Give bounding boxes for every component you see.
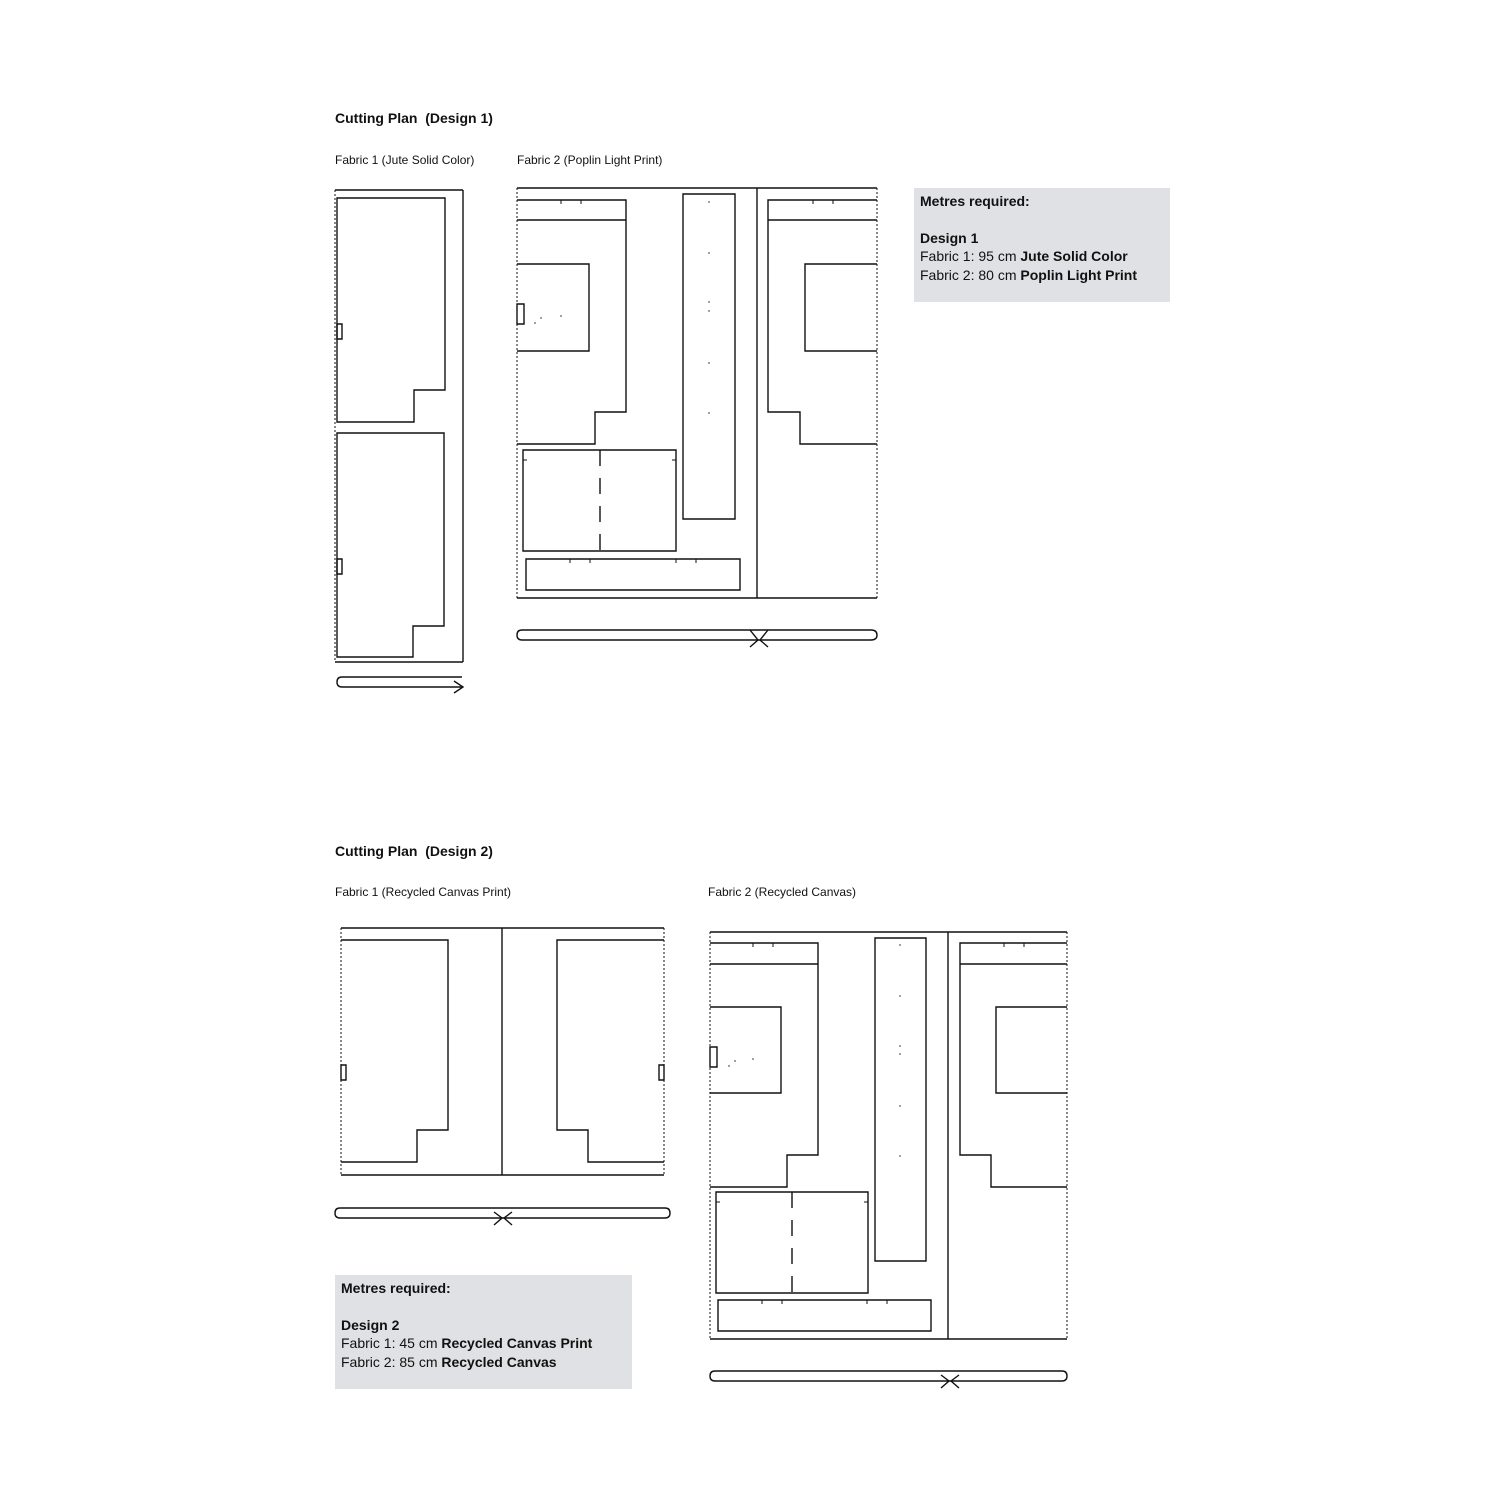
fabric2-amount: Fabric 2: 85 cm — [341, 1353, 442, 1370]
fabric2-requirement: Fabric 2: 85 cm Recycled Canvas — [341, 1353, 626, 1372]
grain-line-double-arrow-icon — [517, 630, 877, 647]
pattern-piece — [337, 433, 444, 657]
waistband-piece — [718, 1300, 931, 1331]
pattern-piece — [517, 200, 626, 444]
design2-heading: Cutting Plan (Design 2) — [335, 843, 493, 859]
fabric2-name: Poplin Light Print — [1020, 266, 1138, 283]
pattern-piece — [557, 940, 664, 1162]
strap-piece — [875, 938, 926, 1261]
fabric-sheet — [335, 190, 463, 662]
pocket-piece — [523, 450, 676, 551]
fabric2-amount: Fabric 2: 80 cm — [920, 266, 1021, 283]
design2-metres-box: Metres required: Design 2 Fabric 1: 45 c… — [335, 1275, 632, 1389]
notch-mark — [337, 559, 342, 574]
fabric-sheet — [517, 188, 877, 598]
fabric-sheet — [710, 932, 1067, 1339]
design1-heading: Cutting Plan (Design 1) — [335, 110, 493, 126]
design2-fabric2-label: Fabric 2 (Recycled Canvas) — [708, 885, 857, 899]
design1-metres-box: Metres required: Design 1 Fabric 1: 95 c… — [914, 188, 1170, 302]
fabric2-name: Recycled Canvas — [441, 1353, 557, 1370]
grain-line-arrow-icon — [337, 677, 463, 693]
notch-mark — [337, 324, 342, 339]
design1-fabric2-label: Fabric 2 (Poplin Light Print) — [517, 153, 663, 167]
design-name: Design 2 — [341, 1316, 400, 1333]
pattern-piece — [960, 943, 1067, 1187]
metres-title: Metres required: — [341, 1280, 451, 1296]
grain-line-double-arrow-icon — [710, 1371, 1067, 1388]
grain-line-double-arrow-icon — [335, 1208, 670, 1225]
fabric1-name: Jute Solid Color — [1020, 248, 1128, 264]
fabric-sheet — [341, 928, 664, 1175]
waistband-piece — [526, 559, 740, 590]
fabric1-amount: Fabric 1: 45 cm — [341, 1335, 442, 1351]
design2-fabric1-label: Fabric 1 (Recycled Canvas Print) — [335, 885, 512, 899]
pattern-piece — [710, 943, 818, 1187]
fabric1-requirement: Fabric 1: 45 cm Recycled Canvas Print — [341, 1334, 626, 1353]
notch-mark — [341, 1065, 346, 1080]
pattern-piece — [337, 198, 445, 422]
fabric1-name: Recycled Canvas Print — [441, 1335, 593, 1351]
fabric1-requirement: Fabric 1: 95 cm Jute Solid Color — [920, 247, 1164, 266]
metres-title: Metres required: — [920, 193, 1030, 209]
notch-mark — [659, 1065, 664, 1080]
fabric1-amount: Fabric 1: 95 cm — [920, 248, 1021, 264]
design1-fabric1-label: Fabric 1 (Jute Solid Color) — [335, 153, 475, 167]
pattern-piece — [768, 200, 877, 444]
pattern-piece — [341, 940, 448, 1162]
design-name: Design 1 — [920, 229, 979, 246]
strap-piece — [683, 194, 735, 519]
pocket-piece — [716, 1192, 868, 1293]
fabric2-requirement: Fabric 2: 80 cm Poplin Light Print — [920, 266, 1164, 285]
